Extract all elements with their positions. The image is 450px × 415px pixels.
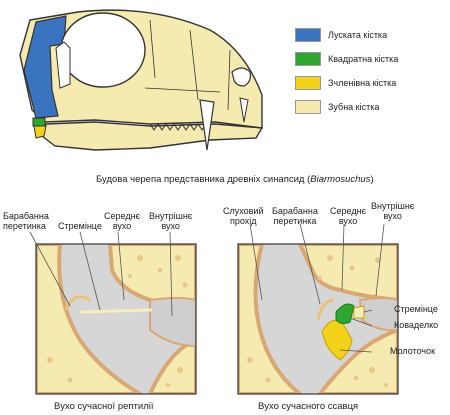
legend-label: Луската кістка [328, 30, 388, 40]
skull-nostril [231, 67, 251, 87]
legend-label: Зчленівна кістка [328, 78, 397, 88]
mammal-label-ear-canal: Слуховий прохід [223, 206, 264, 226]
skull-sutures [144, 19, 231, 111]
reptile-label-middle-ear: Середнє вухо [104, 211, 141, 231]
mammal-label-incus: Коваделко [394, 320, 439, 330]
squamosal-bone [23, 15, 67, 119]
caption-text: Будова черепа представника древніх синап… [96, 174, 311, 185]
incisor-tooth [239, 97, 249, 123]
temporal-fenestra [55, 41, 71, 89]
reptile-label-eardrum: Барабанна перетинка [3, 211, 49, 231]
legend-item-articular: Зчленівна кістка [295, 76, 396, 90]
mammal-label-inner-ear: Внутрішнє вухо [371, 201, 415, 221]
legend-label: Зубна кістка [328, 102, 380, 112]
caption-text: ) [370, 174, 374, 185]
legend-swatch [295, 52, 321, 66]
mammal-label-eardrum: Барабанна перетинка [272, 206, 318, 226]
reptile-label-inner-ear: Внутрішнє вухо [149, 211, 193, 231]
mammal-label-malleus: Молоточок [390, 346, 436, 356]
legend-swatch [295, 76, 321, 90]
caption-genus: Biarmosuchus [310, 174, 371, 185]
legend-swatch [295, 28, 321, 42]
legend-item-dentary: Зубна кістка [295, 100, 379, 114]
reptile-caption: Вухо сучасної рептилії [54, 401, 154, 412]
mammal-label-middle-ear: Середнє вухо [330, 206, 367, 226]
mammal-label-stapes: Стремінце [394, 304, 438, 314]
upper-teeth [149, 123, 211, 131]
legend-item-squamosal: Луската кістка [295, 28, 387, 42]
mammal-caption: Вухо сучасного ссавця [258, 401, 359, 412]
articular-bone [33, 125, 47, 139]
skull-caption: Будова черепа представника древніх синап… [96, 174, 374, 185]
legend-item-quadrate: Квадратна кістка [295, 52, 398, 66]
legend-label: Квадратна кістка [328, 54, 399, 64]
reptile-label-stapes: Стремінце [58, 221, 102, 231]
legend-swatch [295, 100, 321, 114]
canine-tooth [199, 99, 215, 151]
